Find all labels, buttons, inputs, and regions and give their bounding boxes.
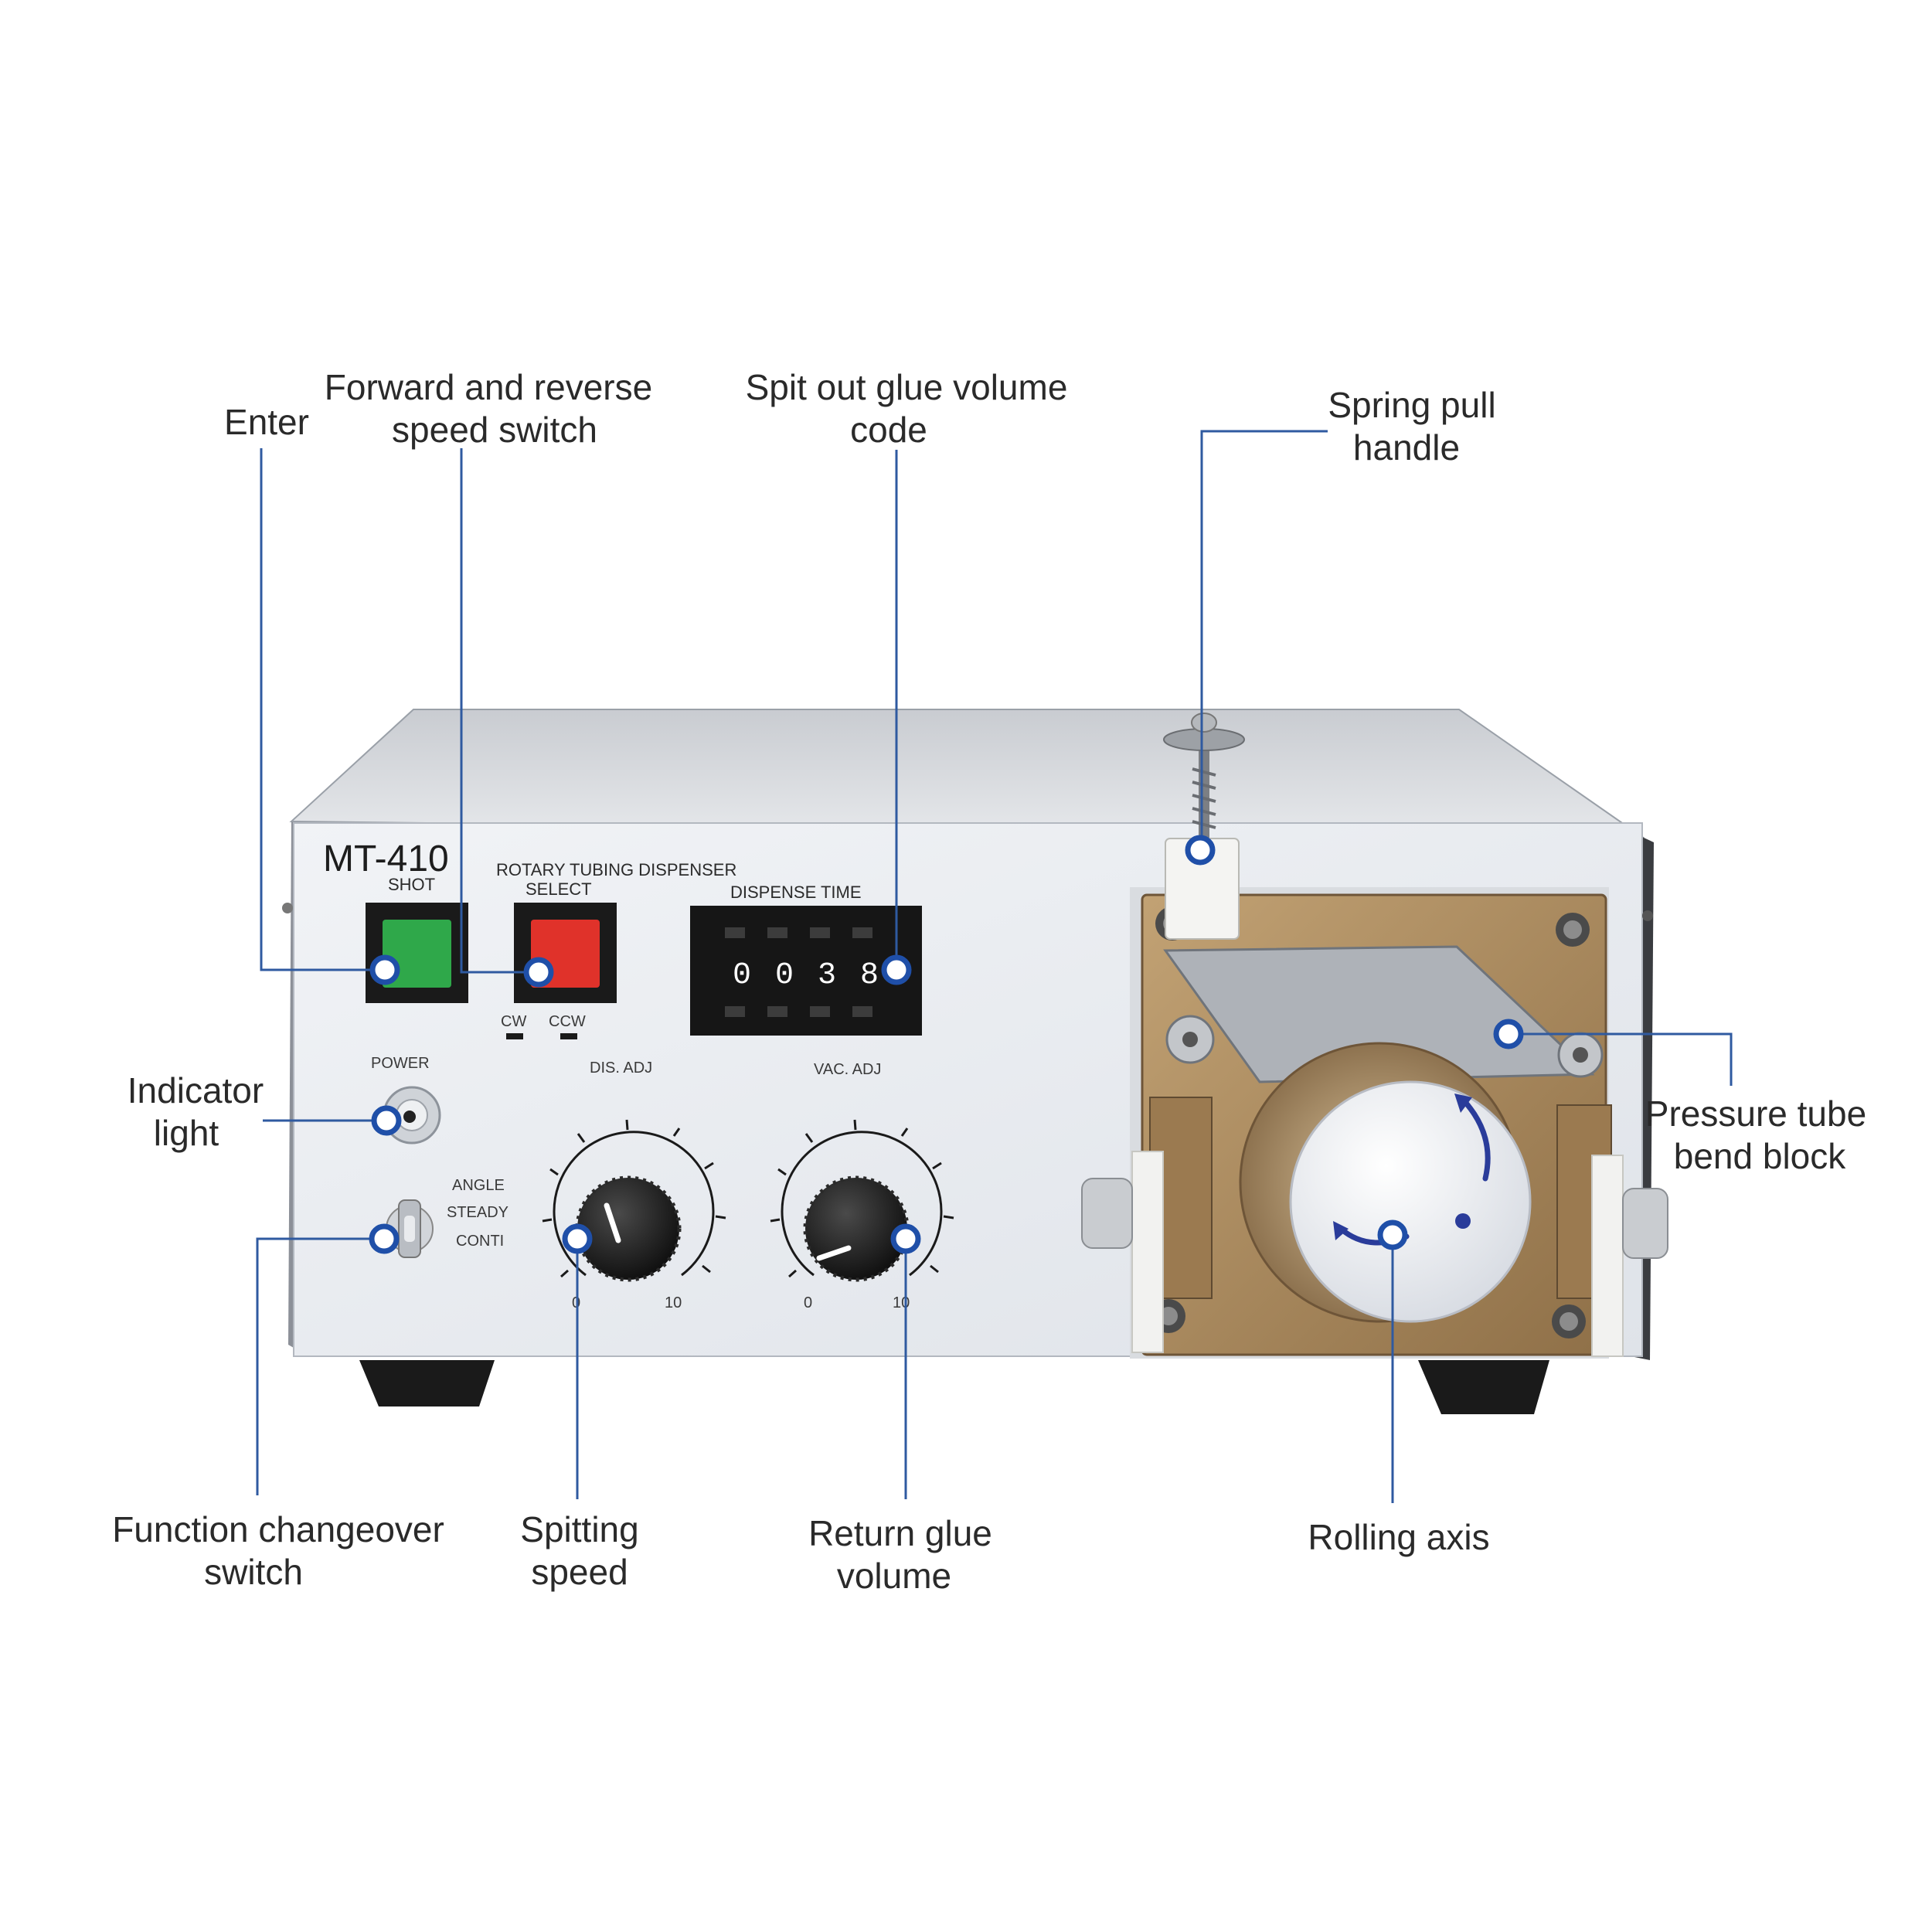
pressure-tube-bend-block[interactable] (1163, 945, 1604, 1083)
select-label: SELECT (526, 879, 592, 899)
dis-adj-max: 10 (665, 1294, 682, 1311)
mode-conti-label: CONTI (456, 1233, 504, 1250)
vac-adj-min: 0 (804, 1294, 812, 1311)
cw-label: CW (501, 1013, 526, 1030)
callout-markers (369, 835, 1524, 1254)
callout-labels: Enter Forward and reverse speed switch S… (112, 367, 1866, 1596)
shot-label: SHOT (388, 875, 435, 894)
callout-return-glue-line1: Return glue (808, 1513, 992, 1553)
power-label: POWER (371, 1055, 430, 1072)
marker-enter (369, 954, 400, 985)
vac-adj-knob[interactable] (770, 1119, 954, 1282)
marker-forward-reverse (523, 957, 554, 988)
right-foot (1418, 1360, 1549, 1414)
callout-spring-handle-line1: Spring pull (1328, 385, 1495, 425)
spring-pull-handle[interactable] (1163, 713, 1245, 940)
marker-function-switch (369, 1223, 400, 1254)
marker-indicator (371, 1105, 402, 1136)
callout-glue-code-line1: Spit out glue volume (746, 367, 1068, 407)
pump-head (1081, 713, 1668, 1359)
left-foot (359, 1360, 495, 1406)
dispense-digit-4: 8 (860, 958, 879, 993)
callout-pressure-tube-line2: bend block (1674, 1136, 1846, 1176)
dispense-digit-1: 0 (733, 958, 751, 993)
callout-indicator-line2: light (154, 1113, 219, 1153)
callout-spring-handle-line2: handle (1353, 427, 1460, 468)
shot-button[interactable] (366, 903, 468, 1003)
marker-rolling-axis (1377, 1219, 1408, 1250)
mode-steady-label: STEADY (447, 1204, 509, 1221)
callout-glue-code-line2: code (850, 410, 927, 450)
callout-rolling-axis: Rolling axis (1308, 1517, 1489, 1557)
callout-spitting-speed-line1: Spitting (520, 1509, 638, 1549)
callout-function-switch-line2: switch (204, 1552, 303, 1592)
model-label: MT-410 (323, 838, 449, 879)
dispense-time-label: DISPENSE TIME (730, 883, 862, 902)
leader-lines (256, 430, 1733, 1503)
vac-adj-label: VAC. ADJ (814, 1061, 881, 1078)
callout-return-glue-line2: volume (837, 1556, 951, 1596)
callout-forward-reverse-line2: speed switch (392, 410, 597, 450)
marker-glue-code (881, 954, 912, 985)
rolling-axis-rotor[interactable] (1239, 1042, 1532, 1323)
marker-pressure-tube (1493, 1019, 1524, 1049)
dis-adj-knob[interactable] (542, 1119, 726, 1282)
callout-pressure-tube-line1: Pressure tube (1645, 1094, 1866, 1134)
callout-function-switch-line1: Function changeover (112, 1509, 444, 1549)
product-name: ROTARY TUBING DISPENSER (496, 860, 736, 879)
dispense-digit-2: 0 (775, 958, 794, 993)
dis-adj-label: DIS. ADJ (590, 1060, 652, 1077)
select-button[interactable] (514, 903, 617, 1003)
dispense-digit-3: 3 (818, 958, 836, 993)
ccw-indicator (560, 1033, 577, 1039)
mode-angle-label: ANGLE (452, 1177, 505, 1194)
callout-indicator-line1: Indicator (128, 1070, 264, 1111)
marker-return-glue (890, 1223, 921, 1254)
cw-indicator (506, 1033, 523, 1039)
callout-spitting-speed-line2: speed (531, 1552, 628, 1592)
vac-adj-max: 10 (893, 1294, 910, 1311)
callout-enter: Enter (224, 402, 309, 442)
marker-spring-handle (1185, 835, 1216, 866)
ccw-label: CCW (549, 1013, 586, 1030)
control-panel: MT-410 SHOT ROTARY TUBING DISPENSER SELE… (323, 838, 954, 1311)
marker-spitting-speed (562, 1223, 593, 1254)
callout-forward-reverse-line1: Forward and reverse (325, 367, 652, 407)
